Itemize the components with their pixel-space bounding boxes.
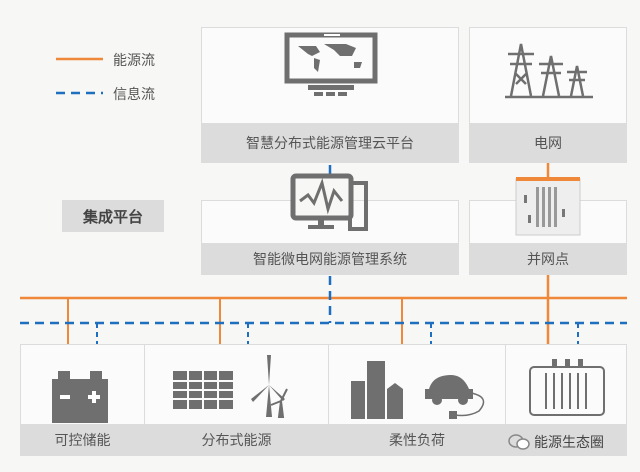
battery-icon: [52, 371, 108, 423]
watermark-text: 能源生态圈: [534, 435, 604, 451]
cloud-platform-box: 智慧分布式能源管理云平台: [201, 27, 459, 163]
grid-box: 电网: [469, 27, 627, 163]
wechat-icon: [508, 434, 530, 450]
buildings-ev-icon: [351, 361, 485, 419]
legend-energy-label: 能源流: [113, 53, 155, 69]
watermark: 能源生态圈: [508, 432, 604, 452]
power-tower-icon: [505, 43, 593, 99]
transformer-icon: [529, 359, 605, 416]
integration-platform-label: 集成平台: [62, 200, 164, 232]
distributed-energy-box: 分布式能源: [144, 344, 329, 456]
grid-label: 电网: [470, 123, 626, 162]
storage-label: 可控储能: [21, 424, 144, 455]
ems-label: 智能微电网能源管理系统: [202, 243, 458, 274]
distributed-energy-label: 分布式能源: [145, 424, 328, 455]
pcc-label: 并网点: [470, 243, 626, 274]
solar-wind-icon: [173, 355, 288, 418]
legend-info-label: 信息流: [113, 87, 155, 103]
storage-box: 可控储能: [20, 344, 145, 456]
cloud-platform-label: 智慧分布式能源管理云平台: [202, 123, 458, 162]
world-monitor-icon: [284, 32, 378, 96]
switchgear-cabinet-icon: [515, 177, 581, 236]
flexible-load-label: 柔性负荷: [329, 424, 505, 455]
monitor-waveform-icon: [290, 173, 368, 231]
flexible-load-box: 柔性负荷: [328, 344, 506, 456]
